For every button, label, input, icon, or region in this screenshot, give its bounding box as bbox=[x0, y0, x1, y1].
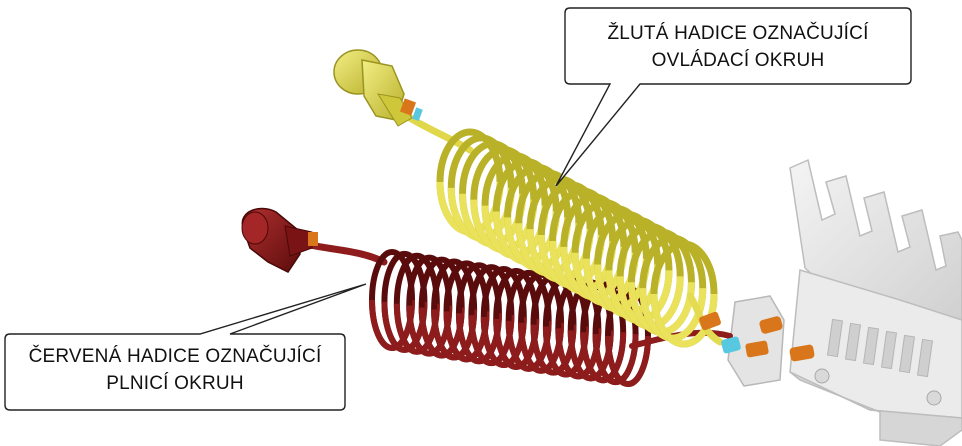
callout-yellow-line2: OVLÁDACÍ OKRUH bbox=[566, 47, 910, 74]
red-coupling-head-icon bbox=[242, 209, 318, 272]
yellow-coupling-head-icon bbox=[334, 50, 423, 126]
mounting-bracket-icon bbox=[728, 160, 962, 446]
callout-yellow-label: ŽLUTÁ HADICE OZNAČUJÍCÍ OVLÁDACÍ OKRUH bbox=[566, 20, 910, 74]
callout-yellow-line1: ŽLUTÁ HADICE OZNAČUJÍCÍ bbox=[566, 20, 910, 47]
callout-red-label: ČERVENÁ HADICE OZNAČUJÍCÍ PLNICÍ OKRUH bbox=[6, 343, 344, 397]
callout-red-line2: PLNICÍ OKRUH bbox=[6, 370, 344, 397]
callout-red-line1: ČERVENÁ HADICE OZNAČUJÍCÍ bbox=[6, 343, 344, 370]
